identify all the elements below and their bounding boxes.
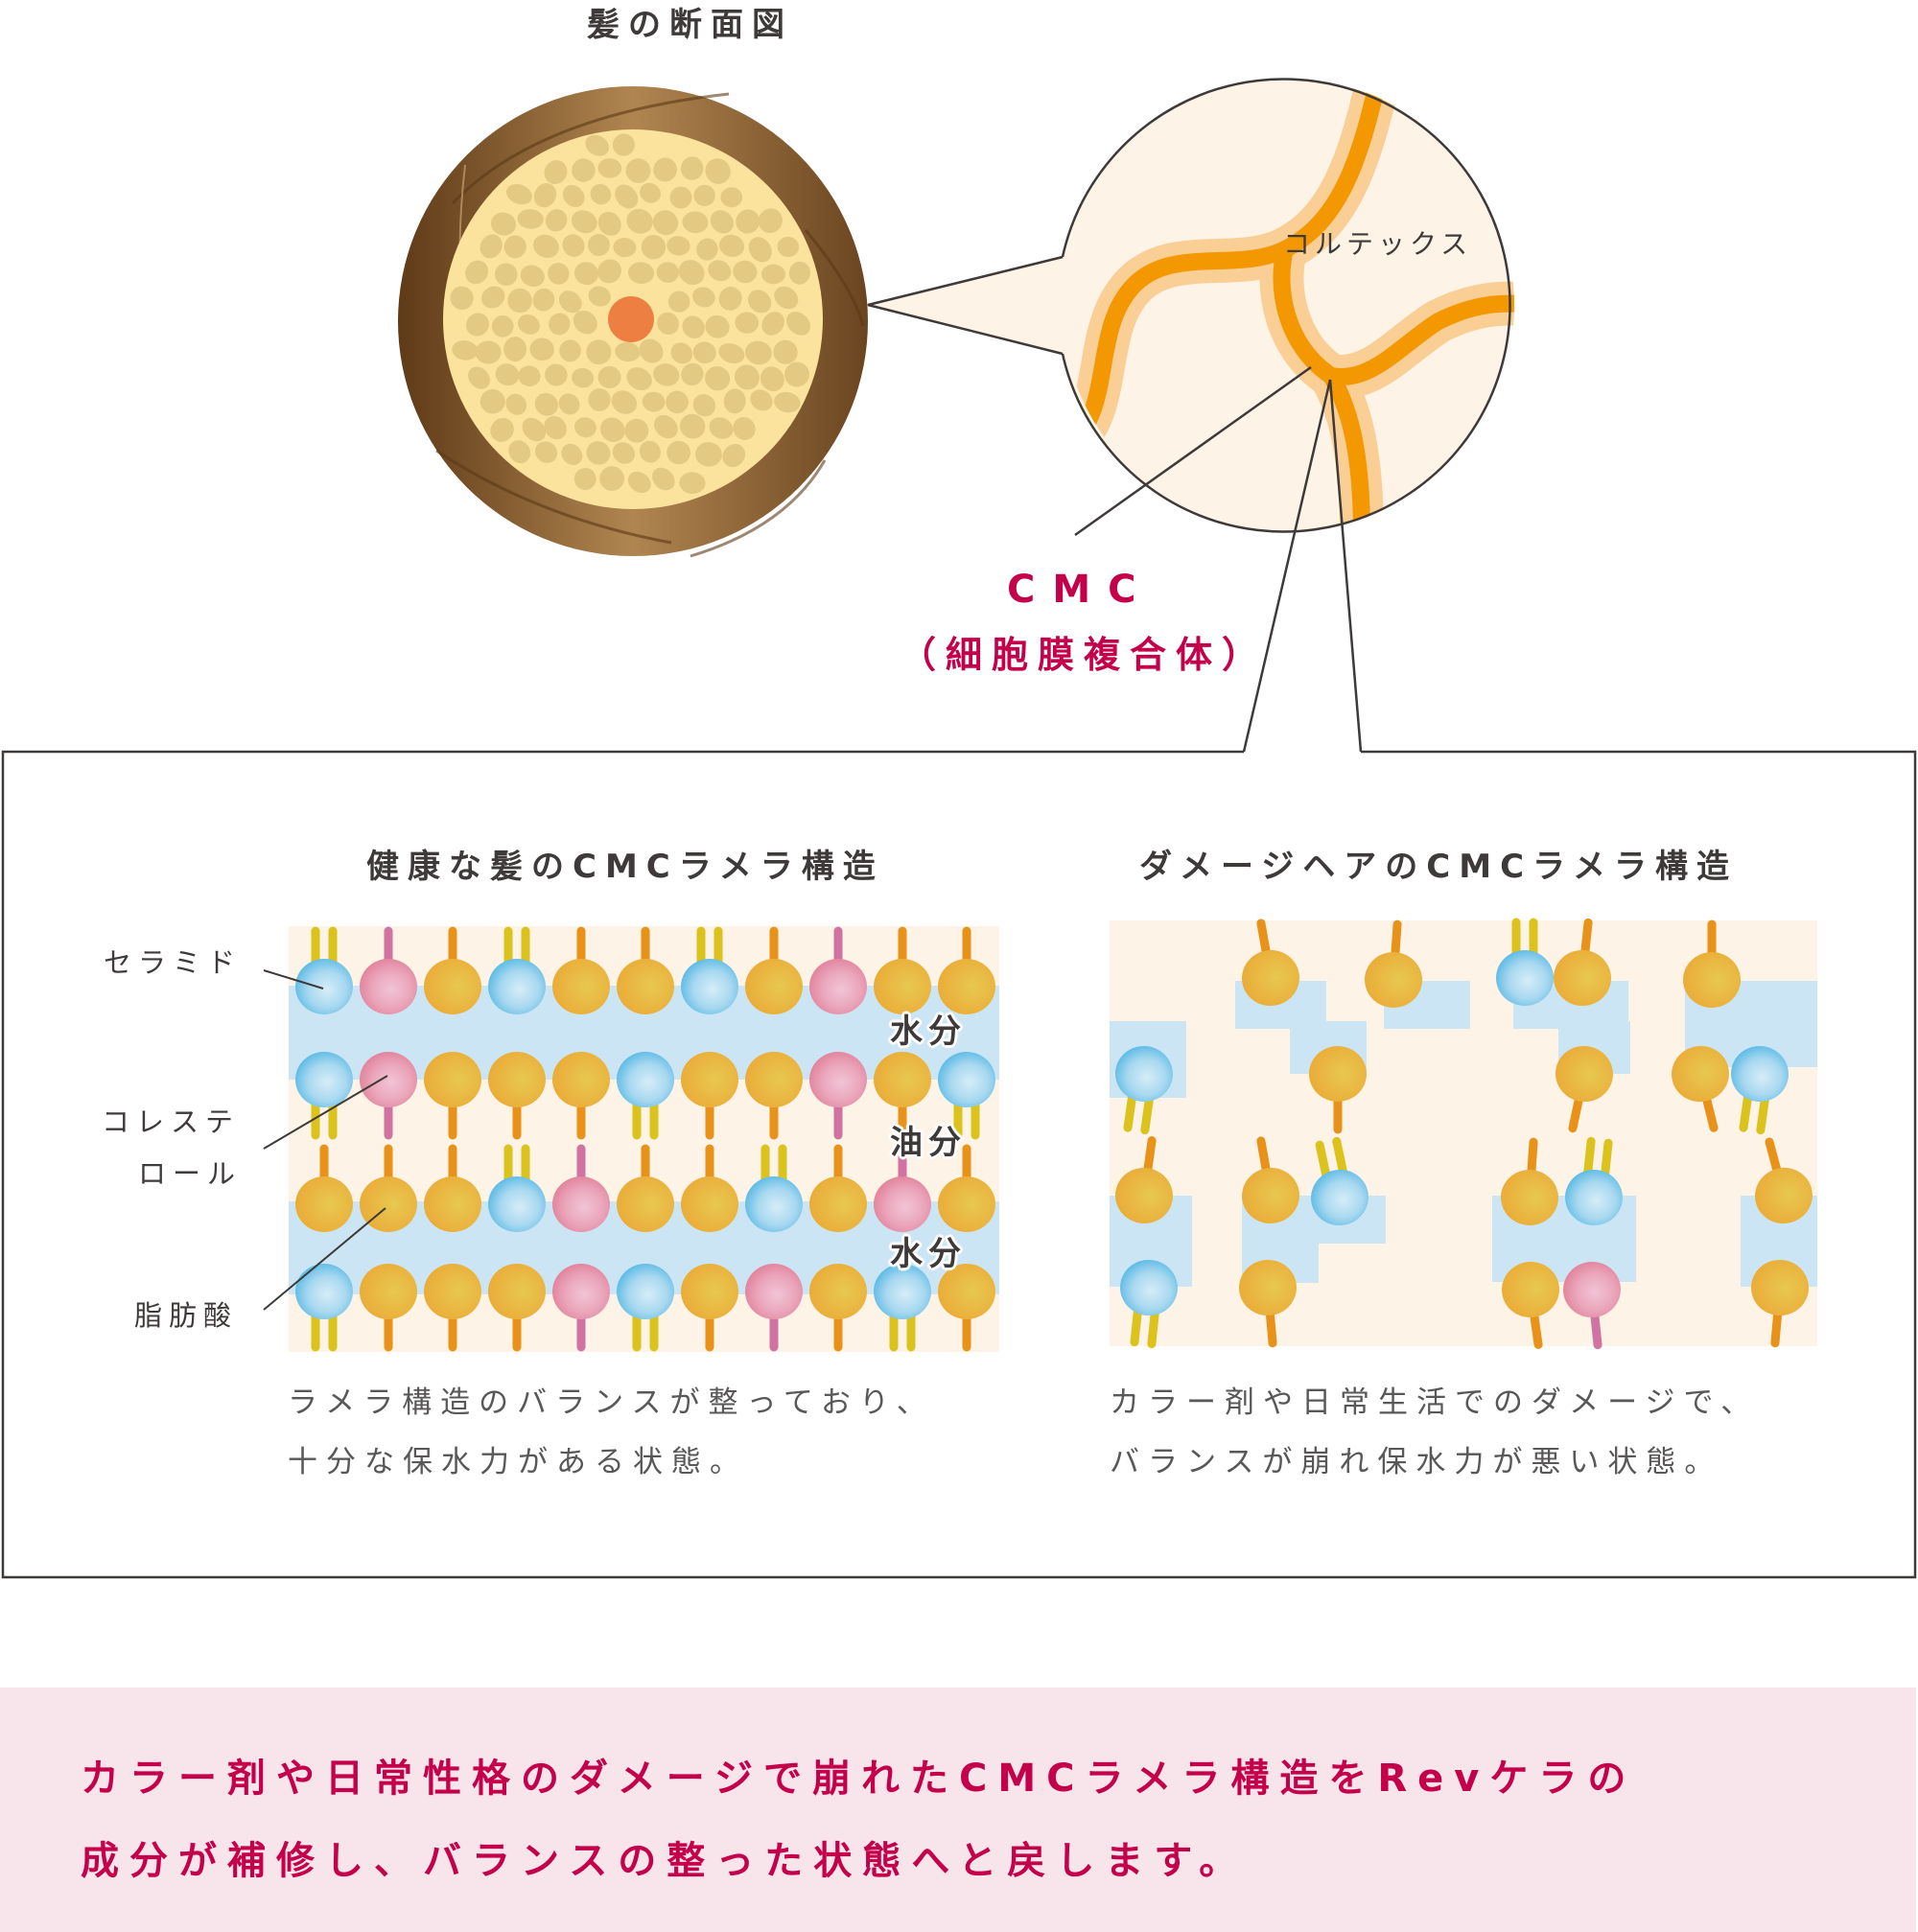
fatty-acid-label: 脂肪酸 xyxy=(134,1299,239,1332)
ceramide-molecule xyxy=(1120,1259,1178,1349)
damaged-panel-title: ダメージヘアのCMCラメラ構造 xyxy=(1139,848,1739,886)
cholesterol-molecule xyxy=(874,1144,931,1232)
fatty-acid-leader xyxy=(263,1207,386,1311)
fatty-acid-molecule xyxy=(681,1264,738,1352)
fatty-acid-molecule xyxy=(1554,918,1611,1007)
fatty-acid-molecule xyxy=(1501,1137,1558,1226)
healthy-panel-title: 健康な髪のCMCラメラ構造 xyxy=(366,848,884,886)
fatty-acid-molecule xyxy=(1755,1137,1813,1224)
cholesterol-molecule xyxy=(745,1264,803,1352)
cholesterol-leader xyxy=(263,1075,388,1150)
magnifier-circle xyxy=(1061,78,1511,533)
ceramide-molecule xyxy=(938,1052,995,1140)
fatty-acid-molecule xyxy=(1683,919,1741,1008)
cholesterol-label-line2: ロール xyxy=(138,1157,243,1190)
cholesterol-molecule xyxy=(809,926,867,1014)
fatty-acid-molecule xyxy=(424,1052,481,1140)
cmc-label: CMC xyxy=(1007,568,1154,612)
ceramide-molecule xyxy=(295,926,353,1014)
fatty-acid-molecule xyxy=(938,926,995,1014)
summary-line1: カラー剤や日常性格のダメージで崩れたCMCラメラ構造をRevケラの xyxy=(81,1757,1637,1801)
medulla xyxy=(608,296,654,342)
fatty-acid-molecule xyxy=(1242,919,1299,1007)
fatty-acid-molecule xyxy=(1242,1136,1299,1224)
cholesterol-molecule xyxy=(552,1144,610,1232)
fatty-acid-molecule xyxy=(809,1264,867,1352)
fatty-acid-molecule xyxy=(488,1052,546,1140)
fatty-acid-molecule xyxy=(1555,1045,1613,1133)
ceramide-molecule xyxy=(488,1144,546,1232)
ceramide-molecule xyxy=(874,1264,931,1352)
ceramide-molecule xyxy=(617,1052,674,1140)
ceramide-leader xyxy=(263,969,324,989)
fatty-acid-molecule xyxy=(1672,1045,1729,1132)
fatty-acid-molecule xyxy=(874,926,931,1014)
ceramide-molecule xyxy=(1731,1045,1789,1135)
ceramide-molecule xyxy=(295,1264,353,1352)
fatty-acid-molecule xyxy=(1309,1046,1367,1134)
ceramide-molecule xyxy=(488,926,546,1014)
fatty-acid-molecule xyxy=(1365,919,1422,1009)
fatty-acid-molecule xyxy=(552,1052,610,1140)
fatty-acid-molecule xyxy=(617,926,674,1014)
cholesterol-molecule xyxy=(360,926,417,1014)
healthy-lamella-panel xyxy=(289,926,999,1352)
cmc-sub-label: （細胞膜複合体） xyxy=(900,634,1269,676)
healthy-description-line2: 十分な保水力がある状態。 xyxy=(288,1445,748,1479)
fatty-acid-molecule xyxy=(809,1144,867,1232)
water-band-label-1: 水分 xyxy=(890,1013,967,1051)
cortex-magnified xyxy=(1062,79,1514,531)
fatty-acid-molecule xyxy=(681,1144,738,1232)
fatty-acid-molecule xyxy=(295,1144,353,1232)
damaged-description-line1: カラー剤や日常生活でのダメージで、 xyxy=(1110,1385,1760,1420)
ceramide-molecule xyxy=(1115,1045,1173,1135)
cross-section-title: 髪の断面図 xyxy=(587,6,793,44)
fatty-acid-molecule xyxy=(745,926,803,1014)
fatty-acid-molecule xyxy=(1239,1259,1297,1348)
ceramide-label: セラミド xyxy=(104,946,243,979)
damaged-description-line2: バランスが崩れ保水力が悪い状態。 xyxy=(1110,1445,1723,1479)
healthy-description-line1: ラメラ構造のバランスが整っており、 xyxy=(288,1385,935,1420)
cholesterol-molecule xyxy=(1563,1261,1621,1350)
fatty-acid-molecule xyxy=(681,1052,738,1140)
detail-box xyxy=(1,750,1917,1579)
fatty-acid-molecule xyxy=(938,1264,995,1352)
summary-banner: カラー剤や日常性格のダメージで崩れたCMCラメラ構造をRevケラの 成分が補修し… xyxy=(0,1688,1916,1932)
cholesterol-label-line1: コレステ xyxy=(102,1106,241,1138)
cholesterol-molecule xyxy=(552,1264,610,1352)
ceramide-molecule xyxy=(1565,1136,1623,1226)
hair-cross-section xyxy=(398,86,868,558)
fatty-acid-molecule xyxy=(424,926,481,1014)
fatty-acid-molecule xyxy=(360,1264,417,1352)
fatty-acid-molecule xyxy=(617,1144,674,1232)
ceramide-molecule xyxy=(1496,918,1554,1006)
ceramide-molecule xyxy=(617,1264,674,1352)
summary-line2: 成分が補修し、バランスの整った状態へと戻します。 xyxy=(81,1839,1249,1883)
cholesterol-molecule xyxy=(360,1052,417,1140)
fatty-acid-molecule xyxy=(938,1144,995,1232)
fatty-acid-molecule xyxy=(745,1052,803,1140)
water-band-label-2: 水分 xyxy=(890,1235,967,1273)
damaged-lamella-panel xyxy=(1110,918,1817,1350)
fatty-acid-molecule xyxy=(424,1144,481,1232)
fatty-acid-molecule xyxy=(488,1264,546,1352)
fatty-acid-molecule xyxy=(874,1052,931,1140)
fatty-acid-molecule xyxy=(424,1264,481,1352)
cmc-leader-line xyxy=(1074,365,1312,537)
fatty-acid-molecule xyxy=(1115,1136,1173,1224)
fatty-acid-molecule xyxy=(1751,1259,1809,1348)
cortex-label: コルテックス xyxy=(1283,228,1473,260)
ceramide-molecule xyxy=(1311,1136,1368,1226)
fatty-acid-molecule xyxy=(552,926,610,1014)
oil-band-label: 油分 xyxy=(890,1124,967,1162)
fatty-acid-molecule xyxy=(1502,1261,1559,1349)
ceramide-molecule xyxy=(681,926,738,1014)
ceramide-molecule xyxy=(295,1052,353,1140)
cholesterol-molecule xyxy=(809,1052,867,1140)
ceramide-molecule xyxy=(745,1144,803,1232)
